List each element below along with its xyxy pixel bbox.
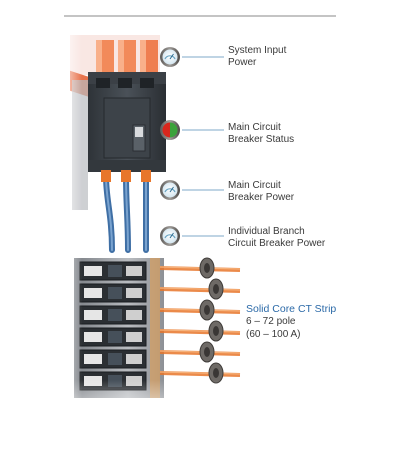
ct-coil	[159, 362, 241, 384]
main-circuit-breaker	[88, 72, 166, 172]
status-indicator-icon	[160, 120, 180, 140]
branch-breaker	[79, 305, 147, 325]
ct-coil	[159, 341, 241, 363]
ct-coil	[159, 320, 241, 342]
gauge-icon	[160, 180, 180, 200]
main-breaker-power-label: Main Circuit Breaker Power	[228, 180, 295, 203]
main-breaker-cables	[101, 170, 151, 253]
gauge-icon	[160, 226, 180, 246]
ct-strip-title: Solid Core CT Strip	[246, 303, 337, 315]
main-breaker-status-label: Main Circuit Breaker Status	[228, 122, 295, 145]
system-input-power-label: System Input Power	[228, 45, 287, 68]
gauge-icon	[160, 47, 180, 67]
ct-coil	[159, 257, 241, 279]
ct-coil	[159, 299, 241, 321]
ct-strip-range: (60 – 100 A)	[246, 329, 301, 340]
branch-breaker	[79, 261, 147, 281]
branch-breaker	[79, 283, 147, 303]
ct-strip-poles: 6 – 72 pole	[246, 316, 296, 327]
branch-breaker	[79, 349, 147, 369]
leader-lines	[182, 56, 224, 237]
ct-strip	[159, 257, 241, 384]
branch-breaker	[79, 327, 147, 347]
branch-breaker-panel	[74, 258, 164, 398]
ct-coil	[159, 278, 241, 300]
branch-breaker-power-label: Individual Branch Circuit Breaker Power	[228, 226, 326, 249]
